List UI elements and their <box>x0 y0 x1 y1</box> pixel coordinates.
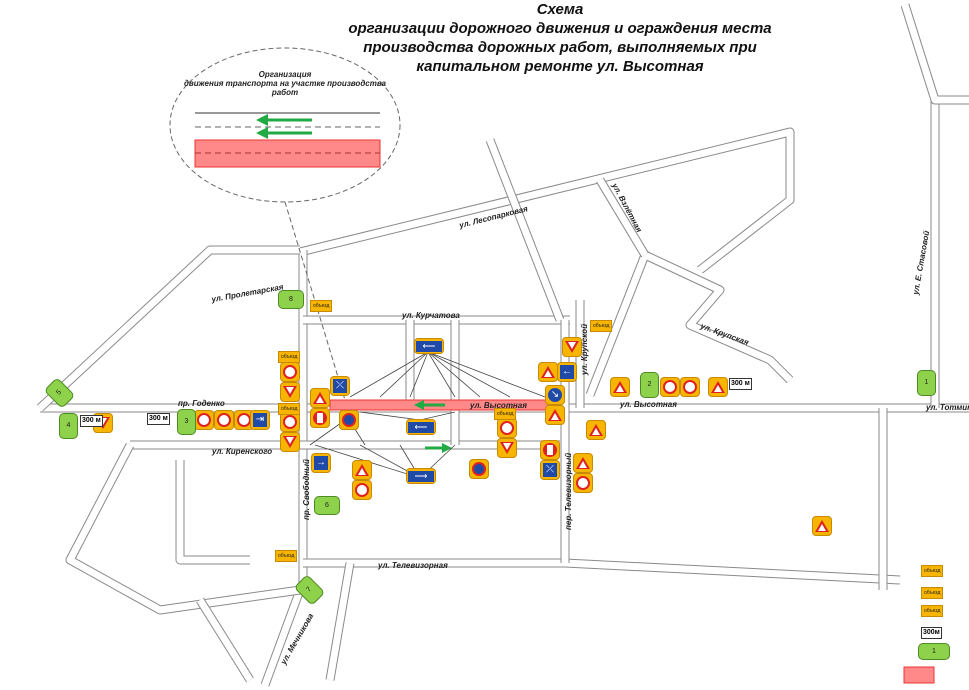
road-works-sign-icon <box>586 420 606 440</box>
keep-right-sign-icon: ↘ <box>545 385 565 405</box>
no-turn-sign-icon: ⤫ <box>330 376 350 396</box>
section-badge: 8 <box>278 290 304 309</box>
legend-detour-plate: объезд <box>921 565 944 577</box>
inset-caption: работ <box>271 88 298 97</box>
detour-plate: объезд <box>494 408 517 420</box>
no-entry-sign-icon <box>540 440 560 460</box>
direction-sign-icon: ⇥ <box>250 410 270 430</box>
legend-detour-plate: объезд <box>921 605 944 617</box>
street-label: ул. Пролетарская <box>210 282 285 304</box>
distance-plate: 300 м <box>729 378 752 390</box>
street-label: ул. Е. Стасовой <box>911 230 931 296</box>
no-stopping-sign-icon <box>339 410 359 430</box>
section-badge: 4 <box>59 413 78 439</box>
title-line: Схема <box>536 1 584 18</box>
speed-limit-sign-icon <box>194 410 214 430</box>
roads <box>36 3 969 687</box>
street-label: ул. Тотмина <box>925 403 969 412</box>
road-works-sign-icon <box>812 516 832 536</box>
inset-ellipse: Организация движения транспорта на участ… <box>169 47 401 401</box>
inset-caption: Организация <box>259 70 312 79</box>
street-label: ул. Курчатова <box>401 311 460 320</box>
yield-sign-icon <box>280 432 300 452</box>
detour-plate: объезд <box>278 351 301 363</box>
title-line: организации дорожного движения и огражде… <box>348 20 772 37</box>
section-badge: 1 <box>917 370 936 396</box>
section-badge: 2 <box>640 372 659 398</box>
detour-plate: объезд <box>278 403 301 415</box>
road-works-sign-icon <box>545 405 565 425</box>
no-right-turn-sign-icon <box>573 473 593 493</box>
no-right-turn-sign-icon <box>352 480 372 500</box>
no-stopping-sign-icon <box>469 459 489 479</box>
street-label: ул. Высотная <box>619 400 677 409</box>
road-works-sign-icon <box>352 460 372 480</box>
direction-right-sign-icon: → <box>311 453 331 473</box>
speed-limit-sign-icon <box>660 377 680 397</box>
street-label: ул. Телевизорная <box>377 561 448 570</box>
detour-plate: объезд <box>275 550 298 562</box>
no-entry-sign-icon <box>310 408 330 428</box>
inset-caption: движения транспорта на участке производс… <box>184 79 387 88</box>
title-line: капитальном ремонте ул. Высотная <box>416 58 704 75</box>
legend-detour-plate: объезд <box>921 587 944 599</box>
yield-sign-icon <box>280 382 300 402</box>
road-works-sign-icon <box>573 453 593 473</box>
lane-direction-right-sign: ⟶ <box>406 468 436 484</box>
street-label: пр. Годенко <box>178 399 225 408</box>
no-overtaking-sign-icon <box>280 362 300 382</box>
street-label: ул. Киренского <box>211 447 272 456</box>
lane-direction-left-sign: ⟵ <box>406 419 436 435</box>
detour-plate: объезд <box>310 300 333 312</box>
road-works-sign-icon <box>310 388 330 408</box>
direction-left-sign-icon: ← <box>557 362 577 382</box>
yield-sign-icon <box>562 337 582 357</box>
scheme-title: Схема организации дорожного движения и о… <box>300 0 820 76</box>
legend-badge: 1 <box>918 643 950 660</box>
street-label: пр. Свободный <box>302 459 311 520</box>
title-line: производства дорожных работ, выполняемых… <box>363 39 757 56</box>
yield-sign-icon <box>497 438 517 458</box>
speed-limit-sign-icon <box>680 377 700 397</box>
road-works-sign-icon <box>610 377 630 397</box>
section-badge: 6 <box>314 496 340 515</box>
section-badge: 3 <box>177 409 196 435</box>
no-overtaking-sign-icon <box>214 410 234 430</box>
road-works-sign-icon <box>708 377 728 397</box>
legend-work-zone <box>903 666 935 684</box>
no-turn-sign-icon <box>497 418 517 438</box>
legend-distance-plate: 300м <box>921 627 942 639</box>
distance-plate: 300 м <box>147 413 170 425</box>
street-label: ул. Крупской <box>580 324 589 376</box>
street-label: пер. Телевизорный <box>564 453 573 530</box>
lane-direction-left-sign: ⟵ <box>414 338 444 354</box>
no-overtaking-sign-icon <box>280 412 300 432</box>
detour-plate: объезд <box>590 320 613 332</box>
street-label: ул. Высотная <box>469 401 527 410</box>
road-works-sign-icon <box>538 362 558 382</box>
traffic-arrows <box>309 351 546 479</box>
distance-plate: 300 м <box>80 415 103 427</box>
no-turn-sign-icon: ⤫ <box>540 460 560 480</box>
